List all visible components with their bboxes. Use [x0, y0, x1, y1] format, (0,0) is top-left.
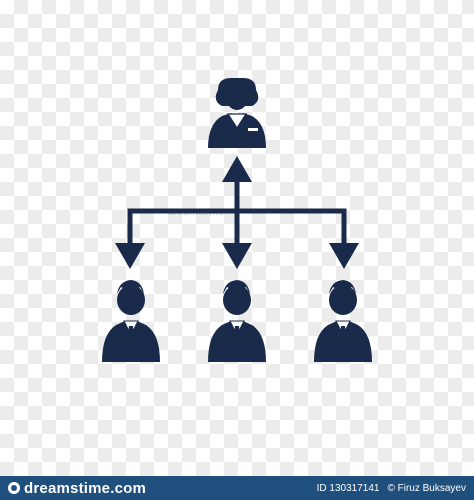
author-credit[interactable]: © Firuz Buksayev [387, 482, 466, 494]
female-manager-icon [208, 78, 266, 148]
hierarchy-illustration [102, 78, 372, 362]
footer-bar: dreamstime.com ID 130317141 © Firuz Buks… [0, 476, 474, 500]
connector-lines [127, 175, 347, 249]
male-employee-icon [208, 280, 266, 362]
image-meta: ID 130317141 © Firuz Buksayev [317, 483, 466, 494]
dreamstime-logo-icon [8, 482, 20, 494]
image-id: ID 130317141 [316, 482, 380, 494]
brand-logo[interactable]: dreamstime.com [8, 480, 146, 497]
bidirectional-arrow-icon [222, 156, 252, 269]
brand-text: dreamstime.com [24, 479, 147, 497]
male-employee-icon [314, 280, 372, 362]
down-arrow-icon [115, 243, 359, 269]
male-employee-icon [102, 280, 160, 362]
